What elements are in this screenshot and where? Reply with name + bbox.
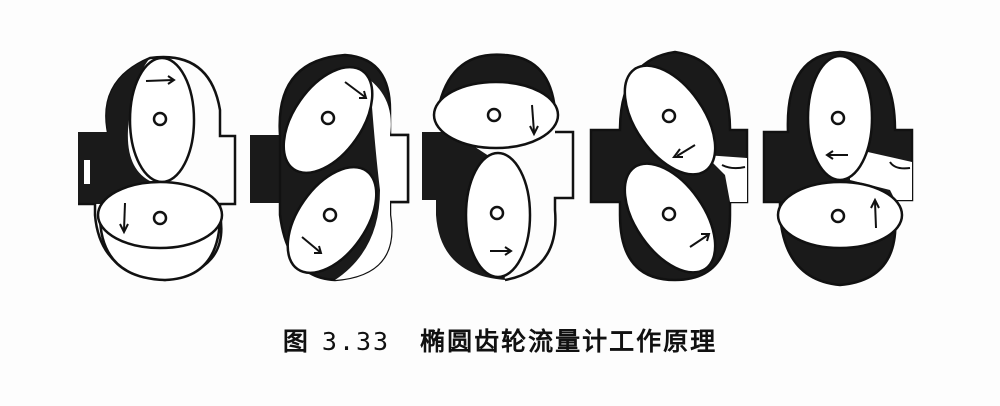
flowmeter-diagram-5 (762, 50, 914, 287)
flowmeter-diagram-2 (250, 53, 410, 282)
flowmeter-panel-3 (420, 40, 600, 300)
flowmeter-panel-4 (585, 40, 765, 300)
flowmeter-panel-2 (250, 40, 430, 300)
flowmeter-panel-1 (70, 40, 250, 300)
caption-number: 3.33 (321, 327, 391, 356)
flowmeter-diagram-1 (78, 55, 237, 282)
flowmeter-diagram-4 (589, 50, 749, 282)
flowmeter-diagram-3 (422, 53, 575, 282)
caption-label: 图 (282, 327, 310, 356)
flowmeter-panel-5 (750, 40, 930, 300)
caption-title: 椭圆齿轮流量计工作原理 (420, 327, 718, 356)
figure-caption: 图 3.33 椭圆齿轮流量计工作原理 (0, 322, 1000, 358)
